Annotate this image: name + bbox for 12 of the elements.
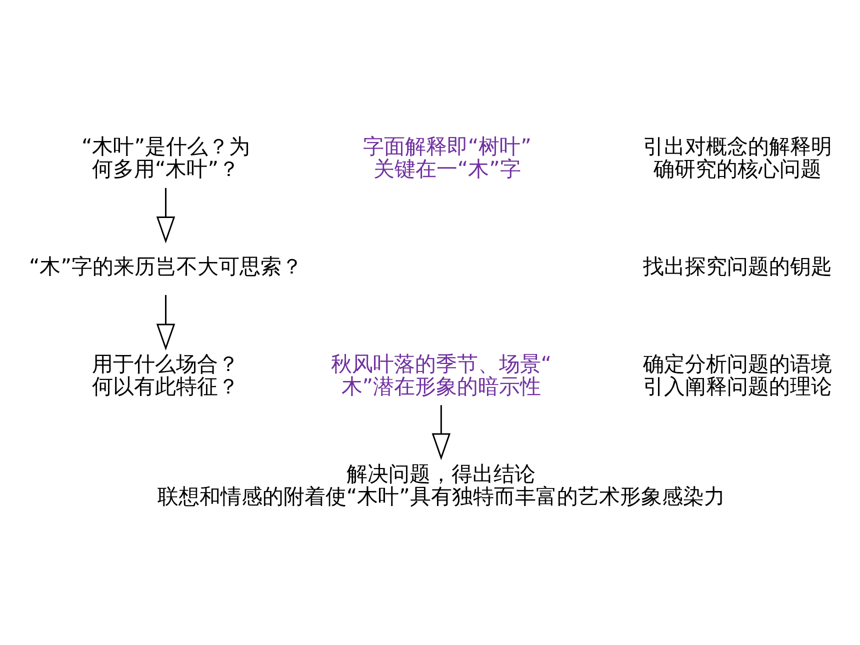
node-text: 用于什么场合？何以有此特征？ <box>92 351 240 398</box>
node-text: 秋风叶落的季节、场景“木”潜在形象的暗示性 <box>330 351 552 398</box>
label: 字面解释即“树叶”关键在一“木”字 <box>362 134 532 180</box>
arrow <box>156 294 176 350</box>
node-text: “木叶”是什么？为何多用“木叶”？ <box>81 134 250 180</box>
label: 引出对概念的解释明确研究的核心问题 <box>642 134 832 180</box>
node-text: “木”字的来历岂不大可思索？ <box>28 254 303 278</box>
arrow <box>432 404 451 460</box>
label: 确定分析问题的语境引入阐释问题的理论 <box>642 351 832 398</box>
arrow <box>156 187 176 243</box>
node-text: 解决问题，得出结论 联想和情感的附着使“木叶”具有独特而丰富的艺术形象感染力 <box>157 462 725 508</box>
label: 找出探究问题的钥匙 <box>642 254 832 278</box>
